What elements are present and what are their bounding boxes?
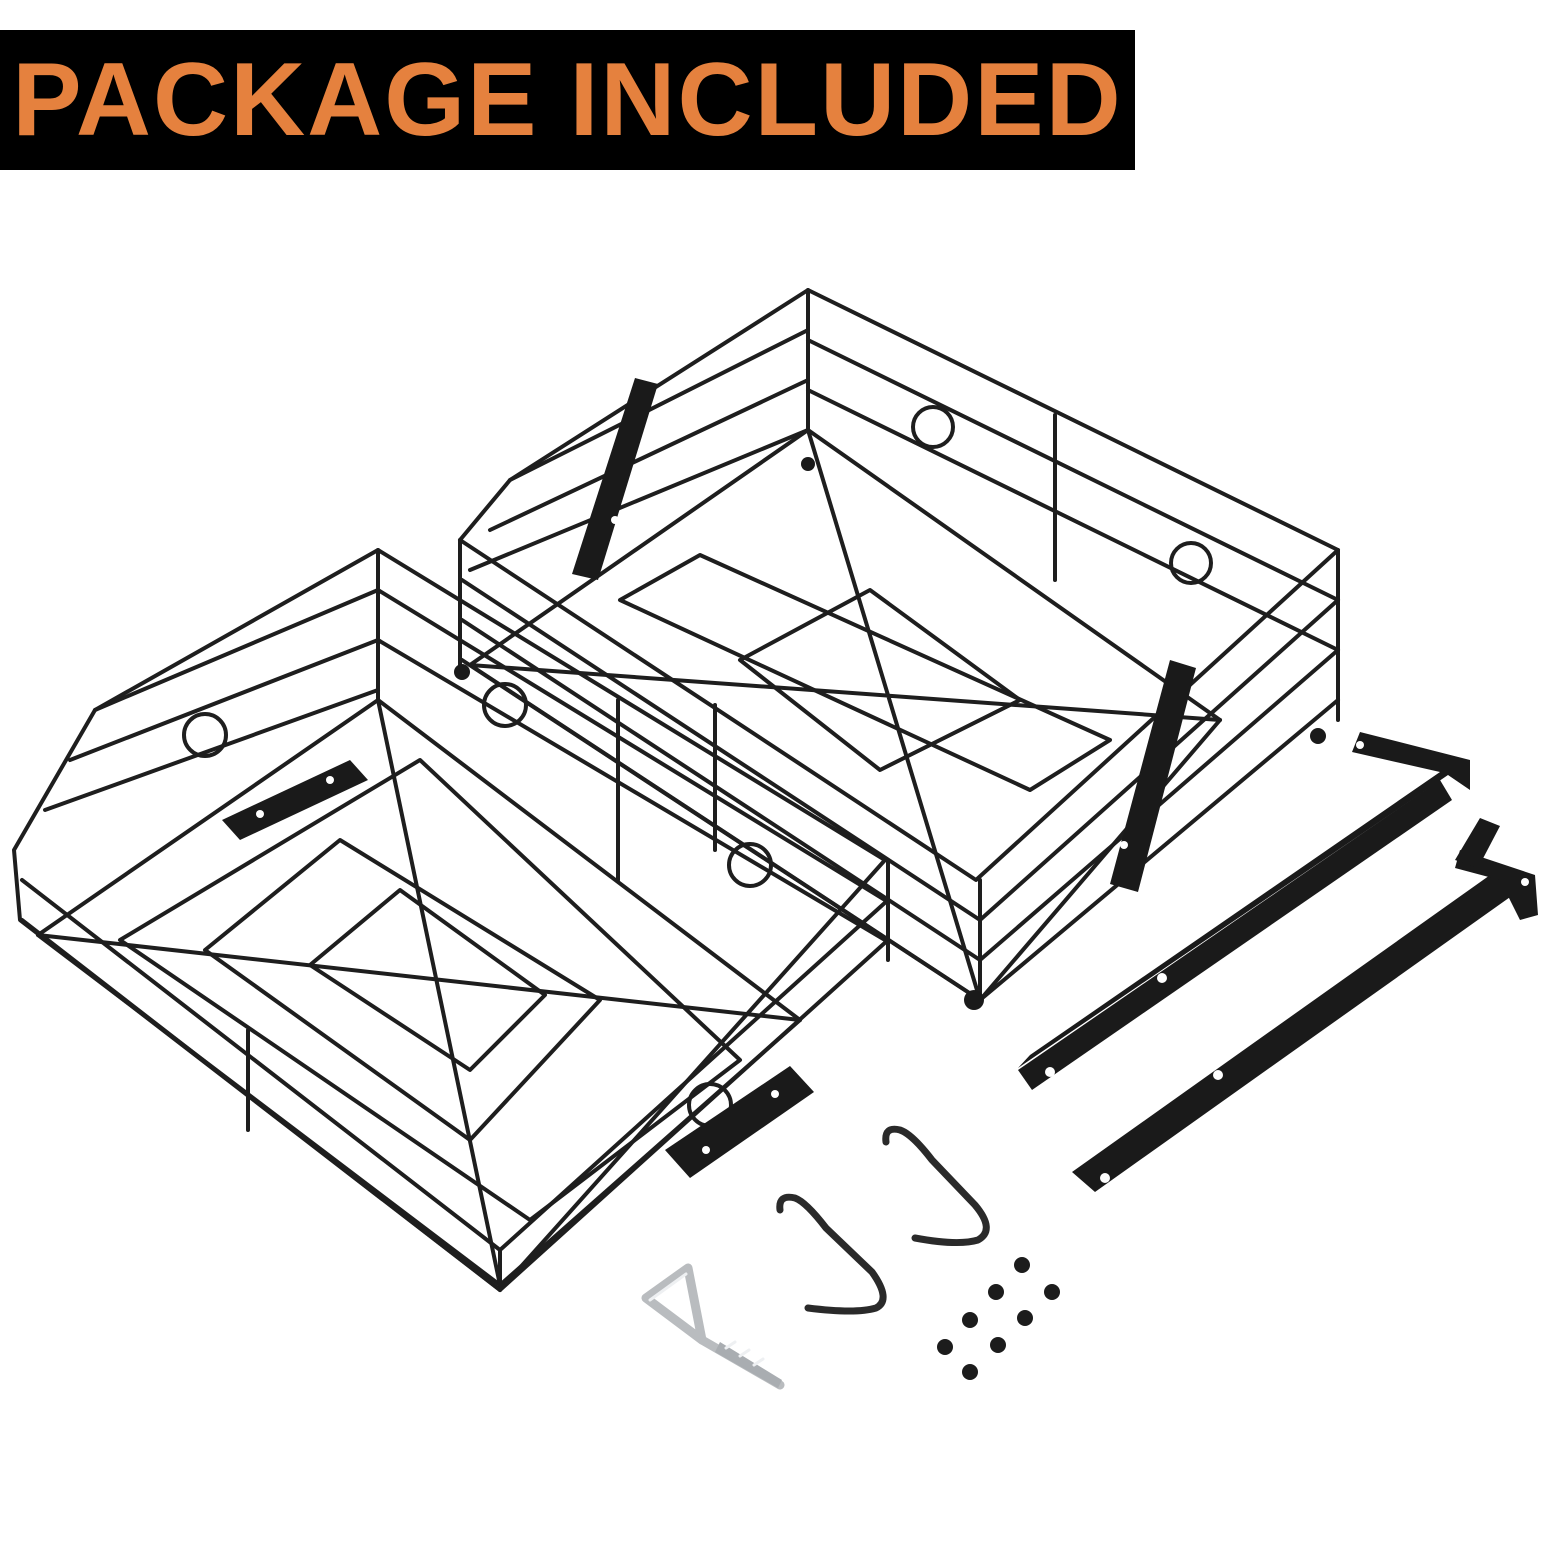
s-hook-1 bbox=[882, 1125, 990, 1247]
package-included-banner: PACKAGE INCLUDED bbox=[0, 30, 1135, 170]
banner-title: PACKAGE INCLUDED bbox=[12, 42, 1123, 158]
wire-basket-front bbox=[12, 548, 890, 1292]
l-bracket-1 bbox=[1018, 732, 1470, 1090]
s-hook-2 bbox=[776, 1193, 887, 1315]
l-bracket-2 bbox=[1072, 818, 1538, 1192]
screw-set bbox=[937, 1257, 1060, 1380]
hook-eye-screw bbox=[641, 1263, 785, 1390]
wire-basket-back bbox=[454, 288, 1340, 1010]
